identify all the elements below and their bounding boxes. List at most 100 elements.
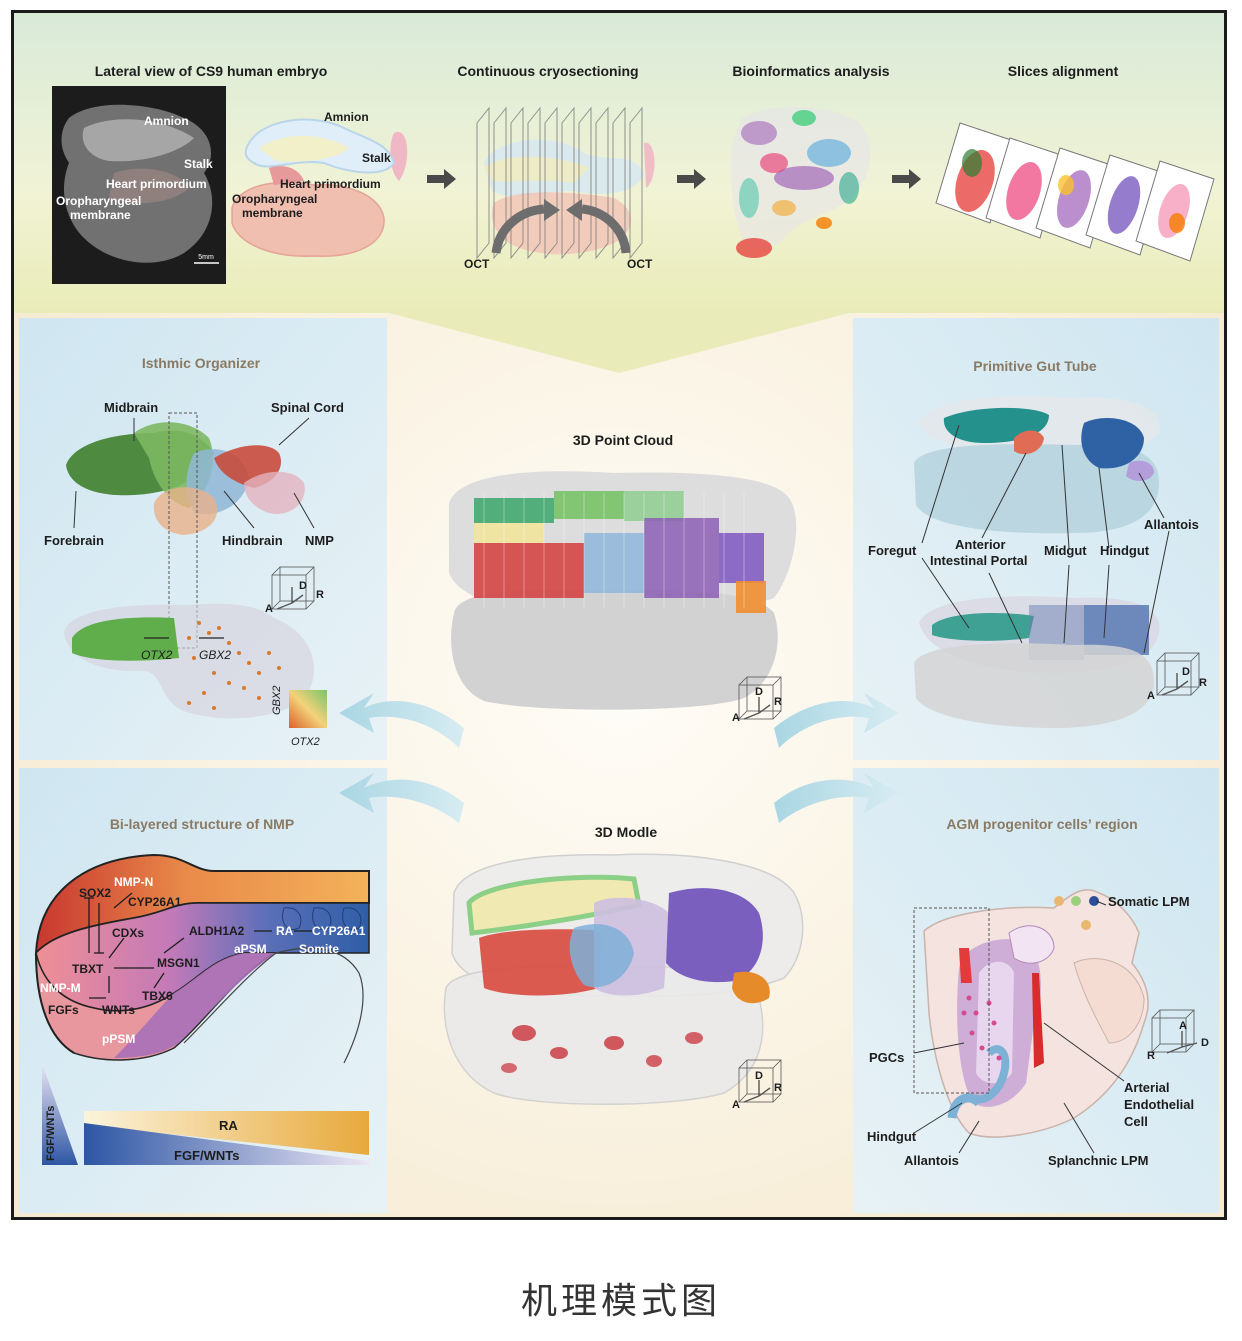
label-aldh1a2: ALDH1A2 xyxy=(189,924,245,938)
label-anterior-1: Anterior xyxy=(955,537,1006,552)
nmp-regulatory-arrows xyxy=(84,892,312,999)
model-title: 3D Modle xyxy=(595,824,657,840)
oct-label-right: OCT xyxy=(627,257,653,271)
draw-label-oro1: Oropharyngeal xyxy=(232,192,317,206)
draw-label-stalk: Stalk xyxy=(362,151,391,165)
label-arterial-1: Arterial xyxy=(1124,1080,1170,1095)
label-sox2: SOX2 xyxy=(79,886,111,900)
axis-agm-r: R xyxy=(1147,1050,1155,1062)
photo-label-stalk: Stalk xyxy=(184,157,213,171)
bioinformatics-umap xyxy=(730,107,871,258)
label-nmp-n: NMP-N xyxy=(114,875,153,889)
agm-cross-section xyxy=(913,889,1149,1138)
nmp-structure xyxy=(34,853,370,1064)
label-foregut: Foregut xyxy=(868,543,917,558)
axis-gut-a: A xyxy=(1147,690,1155,702)
label-forebrain: Forebrain xyxy=(44,533,104,548)
top-title-alignment: Slices alignment xyxy=(1008,63,1119,79)
axis-agm-a: A xyxy=(1179,1020,1187,1032)
label-agm-hindgut: Hindgut xyxy=(867,1129,917,1144)
label-tbx6: TBX6 xyxy=(142,989,173,1003)
draw-label-heart: Heart primordium xyxy=(280,177,381,191)
top-title-lateral: Lateral view of CS9 human embryo xyxy=(95,63,328,79)
axis-isthmic-r: R xyxy=(316,589,324,601)
label-apsm: aPSM xyxy=(234,942,267,956)
photo-label-amnion: Amnion xyxy=(144,114,189,128)
axis-gut-r: R xyxy=(1199,677,1207,689)
axis-isthmic-d: D xyxy=(299,580,307,592)
label-arterial-2: Endothelial xyxy=(1124,1097,1194,1112)
label-otx2: OTX2 xyxy=(141,648,173,662)
label-nmp-m: NMP-M xyxy=(40,981,81,995)
otx2-gbx2-colormap xyxy=(289,690,327,728)
axis-cube-model xyxy=(738,1059,782,1103)
fgf-gradient-vertical xyxy=(42,1063,78,1165)
label-ppsm: pPSM xyxy=(102,1032,135,1046)
gut-model xyxy=(914,396,1160,728)
label-agm-allantois: Allantois xyxy=(904,1153,959,1168)
top-title-cryosectioning: Continuous cryosectioning xyxy=(457,63,638,79)
label-tbxt: TBXT xyxy=(72,962,104,976)
label-ra: RA xyxy=(276,924,294,938)
label-cyp26a1-b: CYP26A1 xyxy=(312,924,366,938)
otx2-gbx2-scatter xyxy=(64,603,314,719)
mechanism-diagram: Lateral view of CS9 human embryo Continu… xyxy=(14,13,1224,1217)
embryo-photo: 5mm Amnion Stalk Heart primordium Oropha… xyxy=(52,86,226,284)
label-allantois: Allantois xyxy=(1144,517,1199,532)
axis-cube-cloud xyxy=(738,676,782,720)
top-band-pointer xyxy=(389,313,849,373)
top-title-bioinformatics: Bioinformatics analysis xyxy=(732,63,889,79)
colormap-y-label: GBX2 xyxy=(271,686,283,715)
axis-agm-d: D xyxy=(1201,1037,1209,1049)
top-stage-arrows xyxy=(427,169,921,189)
isthmic-title: Isthmic Organizer xyxy=(142,355,261,371)
label-anterior-2: Intestinal Portal xyxy=(930,553,1028,568)
axis-model-a: A xyxy=(732,1099,740,1111)
label-pgcs: PGCs xyxy=(869,1050,904,1065)
label-fgfs: FGFs xyxy=(48,1003,79,1017)
embryo-drawing: Amnion Stalk Heart primordium Oropharyng… xyxy=(231,110,408,257)
label-hindbrain: Hindbrain xyxy=(222,533,283,548)
label-somite: Somite xyxy=(299,942,339,956)
brain-model xyxy=(66,422,305,535)
figure-frame: Lateral view of CS9 human embryo Continu… xyxy=(11,10,1227,1220)
gut-title: Primitive Gut Tube xyxy=(973,358,1097,374)
model-3d xyxy=(443,853,804,1105)
label-spinal-cord: Spinal Cord xyxy=(271,400,344,415)
label-splanchnic-lpm: Splanchnic LPM xyxy=(1048,1153,1148,1168)
label-arterial-3: Cell xyxy=(1124,1114,1148,1129)
axis-isthmic-a: A xyxy=(265,603,273,615)
axis-model-r: R xyxy=(774,1082,782,1094)
fgf-gradient-horizontal xyxy=(84,1123,369,1165)
axis-model-d: D xyxy=(755,1070,763,1082)
axis-cloud-d: D xyxy=(755,686,763,698)
colormap-x-label: OTX2 xyxy=(291,736,320,748)
label-somatic-lpm: Somatic LPM xyxy=(1108,894,1190,909)
label-midbrain: Midbrain xyxy=(104,400,158,415)
label-msgn1: MSGN1 xyxy=(157,956,200,970)
label-cdxs: CDXs xyxy=(112,926,144,940)
axis-cube-agm xyxy=(1151,1009,1198,1054)
label-midgut: Midgut xyxy=(1044,543,1087,558)
draw-label-amnion: Amnion xyxy=(324,110,369,124)
label-wnts: WNTs xyxy=(102,1003,135,1017)
slice-alignment xyxy=(935,122,1215,262)
photo-label-heart: Heart primordium xyxy=(106,177,207,191)
label-nmp: NMP xyxy=(305,533,334,548)
nmp-title: Bi-layered structure of NMP xyxy=(110,816,294,832)
agm-title: AGM progenitor cells’ region xyxy=(946,816,1137,832)
point-cloud xyxy=(449,471,797,710)
axis-cloud-a: A xyxy=(732,712,740,724)
draw-label-oro2: membrane xyxy=(242,206,303,220)
fgf-gradient-vertical-label: FGF/WNTs xyxy=(45,1106,57,1161)
cryosection-stack: OCT OCT xyxy=(464,106,655,271)
label-cyp26a1: CYP26A1 xyxy=(128,895,182,909)
figure-caption: 机理模式图 xyxy=(520,1281,721,1322)
point-cloud-title: 3D Point Cloud xyxy=(573,432,673,448)
ra-gradient-label: RA xyxy=(219,1118,238,1133)
photo-label-oro1: Oropharyngeal xyxy=(56,194,141,208)
axis-cube-isthmic xyxy=(271,566,315,610)
label-gbx2: GBX2 xyxy=(199,648,231,662)
label-hindgut: Hindgut xyxy=(1100,543,1150,558)
scale-bar-label: 5mm xyxy=(198,254,214,261)
